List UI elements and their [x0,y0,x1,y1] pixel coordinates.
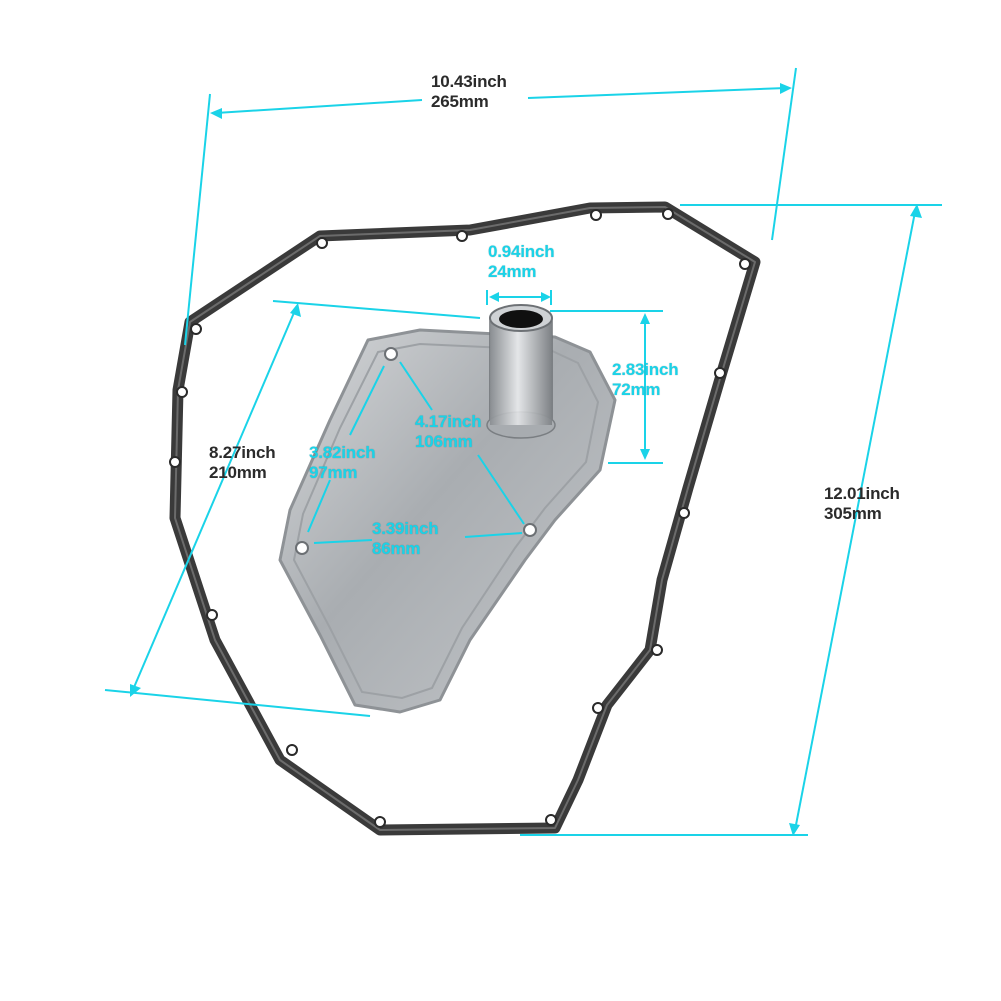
hole-spacing-inch: 3.39inch [372,519,439,538]
filter-holes [295,347,537,555]
dimension-arrowheads [130,83,922,836]
gasket-inner-edge [174,206,756,831]
overall-height-mm: 305mm [824,504,882,523]
outlet-diameter-inch: 0.94inch [488,242,555,261]
filter-length-inch: 8.27inch [209,443,276,462]
outlet-diameter-mm: 24mm [488,262,537,281]
outlet-diameter-label: 0.94inch 24mm [488,242,555,282]
hole-spacing-label: 3.39inch 86mm [372,519,439,559]
filter-length-label: 8.27inch 210mm [209,443,276,483]
overall-width-label: 10.43inch 265mm [431,72,507,112]
gasket-bolt-holes [169,208,751,828]
outlet-height-mm: 72mm [612,380,661,399]
outlet-height-label: 2.83inch 72mm [612,360,679,400]
hole-diagonal-mm: 106mm [415,432,473,451]
hole-edge-label: 3.82inch 97mm [309,443,376,483]
filter-length-mm: 210mm [209,463,267,482]
hole-diagonal-label: 4.17inch 106mm [415,412,482,452]
hole-spacing-mm: 86mm [372,539,421,558]
filter-plate [278,328,617,714]
overall-height-inch: 12.01inch [824,484,900,503]
overall-width-mm: 265mm [431,92,489,111]
dimension-lines [104,67,942,836]
hole-diagonal-inch: 4.17inch [415,412,482,431]
outlet-tube [486,304,556,439]
outlet-height-inch: 2.83inch [612,360,679,379]
hole-edge-mm: 97mm [309,463,358,482]
hole-edge-inch: 3.82inch [309,443,376,462]
overall-height-label: 12.01inch 305mm [824,484,900,524]
overall-width-inch: 10.43inch [431,72,507,91]
